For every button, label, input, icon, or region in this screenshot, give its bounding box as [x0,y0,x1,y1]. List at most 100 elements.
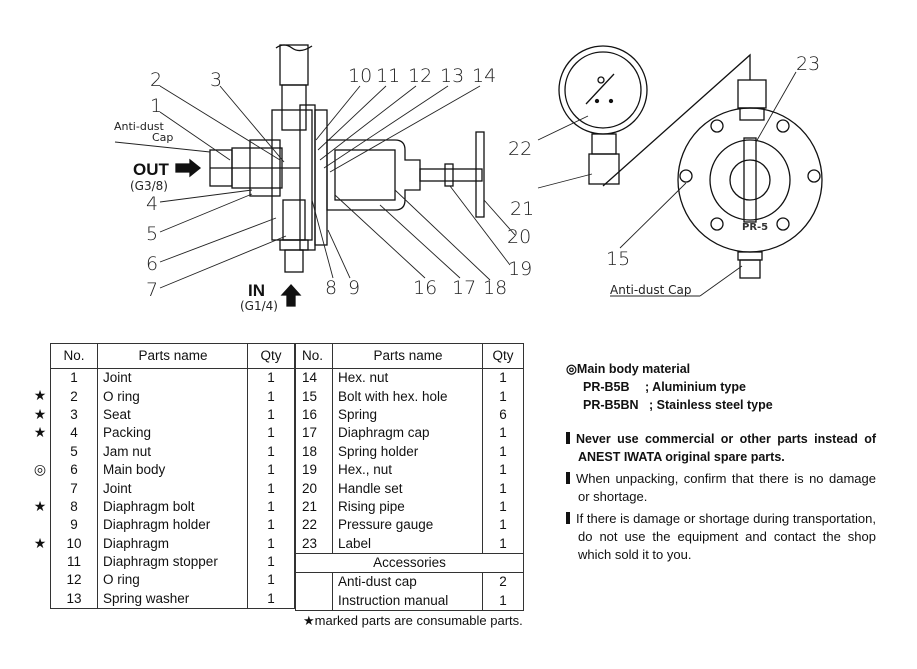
warning-unpacking: When unpacking, confirm that there is no… [566,470,876,506]
callout-23: 23 [796,53,820,75]
part-marks-column: ★★★◎★★ [30,368,50,607]
callout-18: 18 [483,277,507,299]
part-qty: 1 [482,424,524,443]
part-name: O ring [97,387,248,406]
header-parts-name: Parts name [332,343,483,369]
part-name: Handle set [332,479,483,498]
part-qty: 1 [482,442,524,461]
body-marking-pr5: PR-5 [742,222,768,233]
callout-17: 17 [452,277,476,299]
part-no: 13 [50,589,98,610]
part-qty: 1 [247,497,295,517]
part-qty: 1 [247,589,295,610]
part-no: 12 [50,571,98,590]
part-no: 10 [50,534,98,553]
regulator-exploded-diagram: 2 3 1 4 5 6 7 8 9 10 11 12 13 14 16 17 1… [114,44,823,313]
part-no: 7 [50,479,98,498]
callout-7: 7 [146,279,158,301]
part-no: 18 [295,442,333,461]
main-body-material: ◎Main body material PR-B5B; Aluminium ty… [566,360,876,414]
part-name: Packing [97,424,248,443]
callout-1: 1 [150,95,162,117]
callout-4: 4 [146,193,158,215]
callout-14: 14 [472,65,496,87]
part-no: 6 [50,460,98,480]
callout-8: 8 [325,277,337,299]
part-qty: 1 [247,405,295,425]
part-qty: 1 [482,387,524,406]
accessory-qty: 2 [482,572,524,592]
no-mark [30,589,50,607]
part-name: Main body [97,460,248,480]
part-qty: 1 [482,460,524,480]
in-port-thread: (G1/4) [240,299,278,313]
right-callout-leaders [537,71,797,297]
no-mark [30,368,50,386]
part-no: 3 [50,405,98,425]
no-mark [30,442,50,460]
part-no: 9 [50,516,98,535]
consumable-star-icon: ★ [33,405,47,422]
accessory-no [295,572,333,592]
accessories-header: Accessories [295,552,524,574]
part-qty: 1 [247,460,295,480]
notes-panel: ◎Main body material PR-B5B; Aluminium ty… [566,360,876,568]
callout-20: 20 [507,226,531,248]
part-name: Hex., nut [332,460,483,480]
part-qty: 1 [247,552,295,572]
callout-6: 6 [146,253,158,275]
material-stainless: PR-B5BN; Stainless steel type [583,398,773,412]
part-name: Diaphragm stopper [97,552,248,572]
callout-13: 13 [440,65,464,87]
accessories-header-row: Accessories [295,552,524,574]
part-qty: 1 [482,368,524,388]
part-no: 11 [50,552,98,572]
accessory-qty: 1 [482,591,524,612]
part-qty: 1 [247,368,295,388]
out-port-label: OUT [133,160,170,179]
part-qty: 1 [247,424,295,443]
part-qty: 1 [247,516,295,535]
no-mark [30,552,50,570]
anti-dust-cap-label-line2: Cap [152,131,173,144]
callout-16: 16 [413,277,437,299]
part-name: Diaphragm bolt [97,497,248,517]
main-body-mark-icon: ◎ [33,460,47,477]
consumable-star-icon: ★ [33,497,47,514]
part-no: 15 [295,387,333,406]
consumable-footnote: ★marked parts are consumable parts. [303,613,523,628]
callout-15: 15 [606,248,630,270]
part-no: 21 [295,497,333,517]
part-name: Seat [97,405,248,425]
part-no: 23 [295,534,333,554]
warning-transport: If there is damage or shortage during tr… [566,510,876,564]
part-no: 22 [295,516,333,535]
part-no: 5 [50,442,98,461]
part-name: Bolt with hex. hole [332,387,483,406]
header-parts-name: Parts name [97,343,248,369]
callout-22: 22 [508,138,532,160]
part-qty: 1 [482,479,524,498]
part-no: 1 [50,368,98,388]
accessory-no [295,591,333,612]
anti-dust-cap-label-line1: Anti-dust [114,120,165,133]
part-name: Diaphragm [97,534,248,553]
accessory-name: Anti-dust cap [332,572,483,592]
callout-3: 3 [210,69,222,91]
